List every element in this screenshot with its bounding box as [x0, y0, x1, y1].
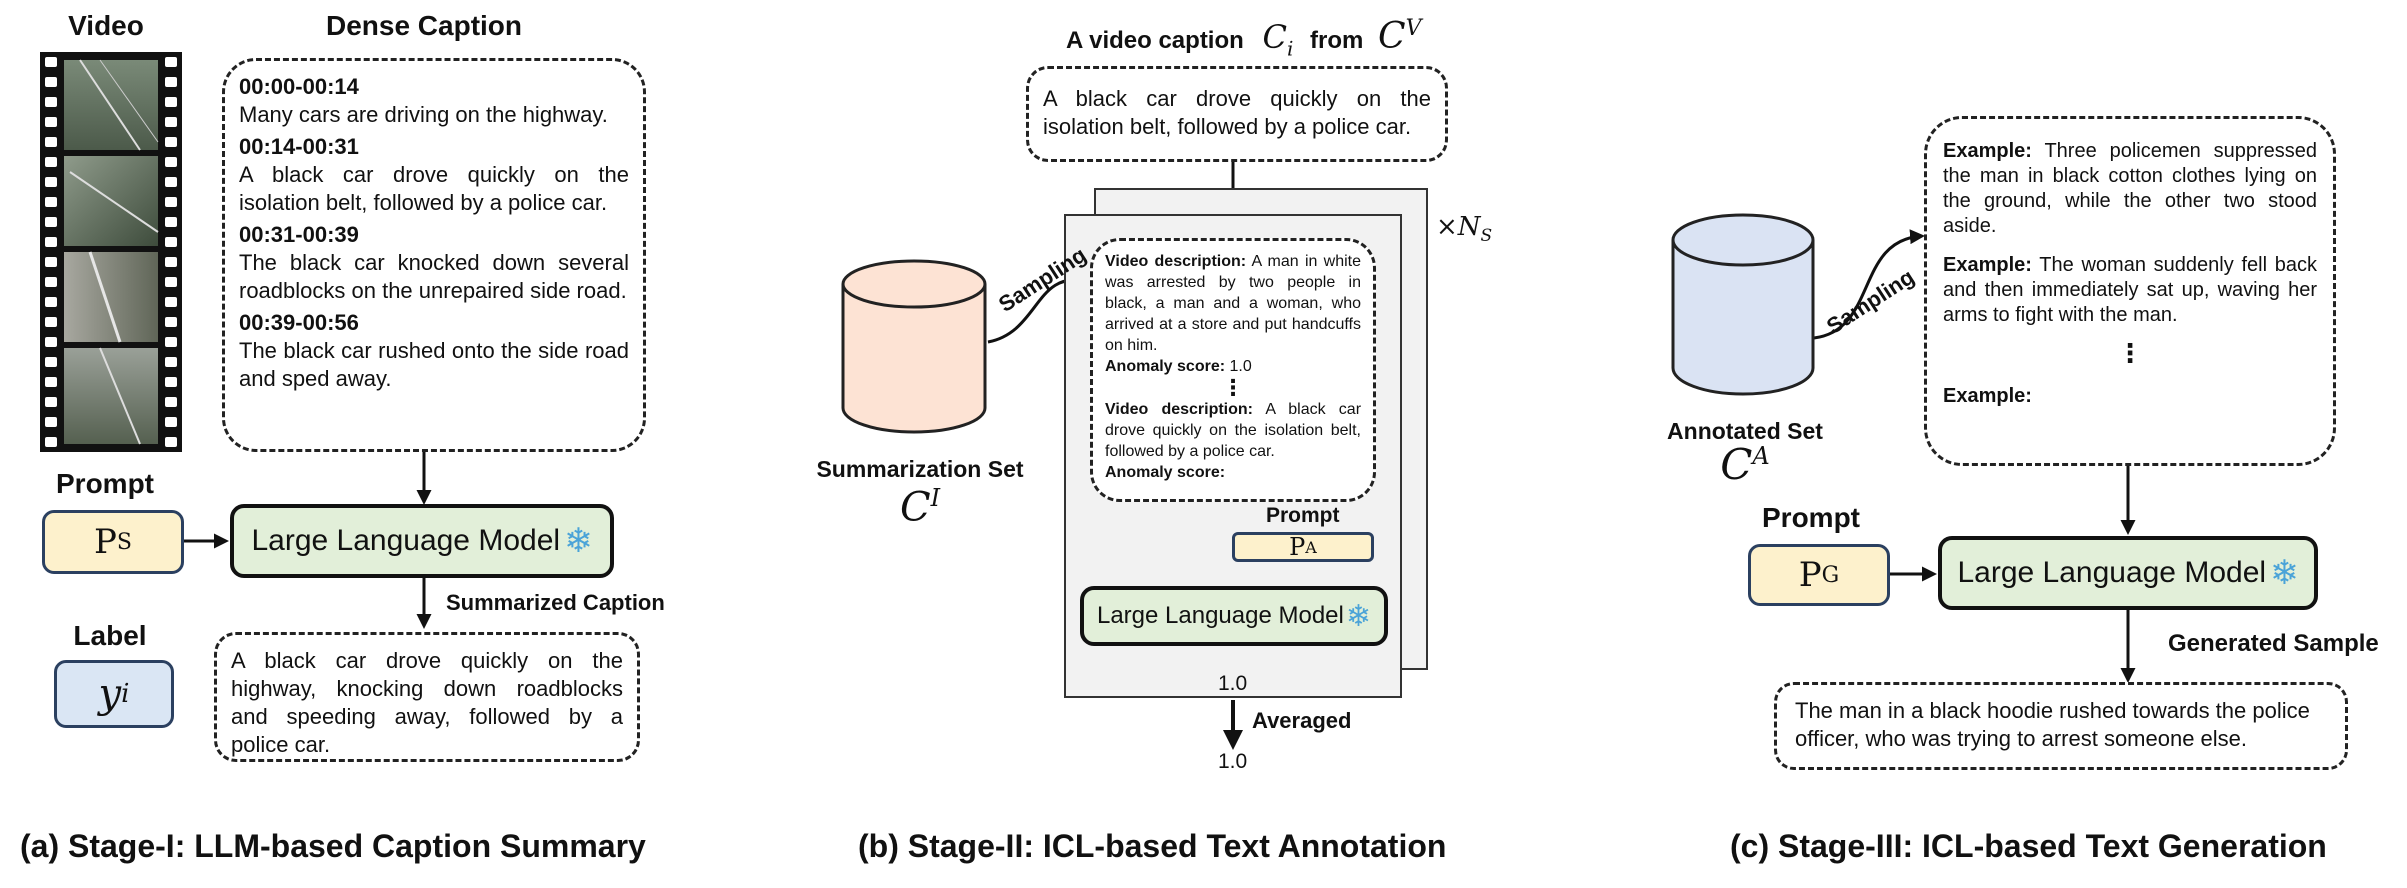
ci-sub: i	[1286, 36, 1294, 61]
label-symbol: y	[98, 671, 122, 717]
prompt-symbol: P	[1289, 533, 1306, 561]
llm-box-stage2: Large Language Model❄	[1080, 586, 1388, 646]
ci-symbol: Ci	[1262, 18, 1293, 60]
database-cylinder-icon	[840, 258, 988, 438]
annotated-set-label: Annotated Set	[1667, 418, 1823, 444]
dense-caption-heading: Dense Caption	[325, 10, 523, 41]
example-label: Example:	[1943, 140, 2032, 162]
generated-sample-heading: Generated Sample	[2168, 630, 2379, 657]
prompt-heading: Prompt	[56, 468, 154, 499]
segment-time: 00:14-00:31	[239, 134, 359, 159]
segment-time: 00:39-00:56	[239, 310, 359, 335]
example-text: The woman suddenly fell back and then im…	[1943, 254, 2317, 326]
segment-time: 00:31-00:39	[239, 222, 359, 247]
cv-sup: V	[1405, 16, 1422, 41]
input-text: A black car drove quickly on the isolati…	[1043, 86, 1431, 139]
database-cylinder-icon	[1670, 212, 1816, 400]
set-sup: A	[1752, 442, 1770, 470]
score-value: 1.0	[1229, 358, 1252, 375]
repeat-ns: ×NS	[1436, 212, 1492, 246]
averaged-label: Averaged	[1252, 708, 1352, 733]
segment-text: Many cars are driving on the highway.	[239, 102, 608, 127]
dense-caption-box: 00:00-00:14 Many cars are driving on the…	[222, 58, 646, 452]
example-1: Example: Three policemen suppressed the …	[1943, 139, 2317, 239]
ci-symbol-text: C	[1262, 18, 1287, 56]
set-symbol-text: C	[1720, 440, 1753, 489]
stage2-caption: (b) Stage-II: ICL-based Text Annotation	[858, 828, 1447, 864]
video-caption-heading: A video caption Ci from CV	[1066, 16, 1421, 60]
set-sup: I	[930, 484, 941, 512]
prompt-heading-3: Prompt	[1762, 502, 1860, 533]
repeat-text: ×N	[1436, 212, 1481, 242]
llm-label: Large Language Model	[1096, 602, 1344, 629]
film-strip-icon	[40, 52, 182, 452]
prompt-sub: S	[116, 529, 132, 555]
example-label: Example:	[1943, 254, 2032, 276]
summary-box: A black car drove quickly on the highway…	[214, 632, 640, 762]
segment-time: 00:00-00:14	[239, 74, 359, 99]
video-heading: Video	[68, 10, 144, 41]
snowflake-icon: ❄	[1345, 599, 1371, 633]
summarization-set-symbol: CI	[880, 484, 960, 530]
ellipsis: ⋮	[1222, 375, 1244, 400]
cv-symbol-text: C	[1378, 16, 1406, 57]
generated-text: The man in a black hoodie rushed towards…	[1795, 698, 2310, 751]
prompt-sub: G	[1821, 562, 1840, 588]
desc-text: A man in white was arrested by two peopl…	[1105, 253, 1362, 354]
repeat-sub: S	[1480, 226, 1493, 247]
final-score: 1.0	[1218, 750, 1248, 773]
llm-box-stage1: Large Language Model❄	[230, 504, 614, 578]
desc-label: Video description:	[1105, 401, 1254, 418]
prompt-heading-2: Prompt	[1266, 504, 1340, 527]
examples-box: Example: Three policemen suppressed the …	[1924, 116, 2336, 466]
example-2: Example: The woman suddenly fell back an…	[1943, 253, 2317, 328]
snowflake-icon: ❄	[564, 522, 593, 560]
example-2-score: Anomaly score:	[1105, 462, 1361, 483]
stage3-caption: (c) Stage-III: ICL-based Text Generation	[1730, 828, 2327, 864]
llm-label: Large Language Model	[1957, 556, 2267, 589]
set-symbol-text: C	[899, 484, 931, 531]
desc-label: Video description:	[1105, 253, 1247, 270]
example-3: Example:	[1943, 384, 2317, 409]
stage1-caption: (a) Stage-I: LLM-based Caption Summary	[20, 828, 646, 864]
example-label: Example:	[1943, 385, 2032, 407]
example-1: Video description: A man in white was ar…	[1105, 251, 1361, 356]
llm-label: Large Language Model	[251, 524, 561, 557]
video-caption-input-box: A black car drove quickly on the isolati…	[1026, 66, 1448, 162]
arrow-sampling-3	[1813, 229, 1925, 340]
example-2: Video description: A black car drove qui…	[1105, 399, 1361, 462]
prompt-symbol: P	[94, 522, 117, 562]
score-label: Anomaly score:	[1105, 358, 1226, 375]
summarized-caption-heading: Summarized Caption	[446, 590, 665, 615]
llm-box-stage3: Large Language Model❄	[1938, 536, 2318, 610]
prompt-symbol: P	[1798, 555, 1822, 595]
summary-text: A black car drove quickly on the highway…	[231, 648, 623, 757]
prompt-sub: A	[1305, 537, 1317, 557]
score-output: 1.0	[1218, 672, 1248, 695]
segment-text: The black car rushed onto the side road …	[239, 338, 629, 391]
from-word: from	[1310, 27, 1364, 54]
video-caption-label: A video caption	[1066, 27, 1244, 54]
cv-symbol: CV	[1378, 16, 1421, 57]
icl-examples-box: Video description: A man in white was ar…	[1090, 238, 1376, 502]
ellipsis: ⋮	[2117, 338, 2143, 368]
summarization-set-label: Summarization Set	[816, 456, 1024, 482]
score-label: Anomaly score:	[1105, 464, 1226, 481]
example-1-score: Anomaly score: 1.0	[1105, 356, 1361, 377]
segment-text: A black car drove quickly on the isolati…	[239, 162, 629, 215]
annotated-set-symbol: CA	[1700, 440, 1790, 489]
label-heading: Label	[73, 620, 147, 651]
snowflake-icon: ❄	[2270, 554, 2299, 592]
example-text: Three policemen suppressed the man in bl…	[1943, 140, 2317, 237]
segment-text: The black car knocked down several roadb…	[239, 250, 629, 303]
desc-text: A black car drove quickly on the isolati…	[1105, 401, 1362, 460]
generated-sample-box: The man in a black hoodie rushed towards…	[1774, 682, 2348, 770]
label-sub: i	[121, 679, 130, 709]
